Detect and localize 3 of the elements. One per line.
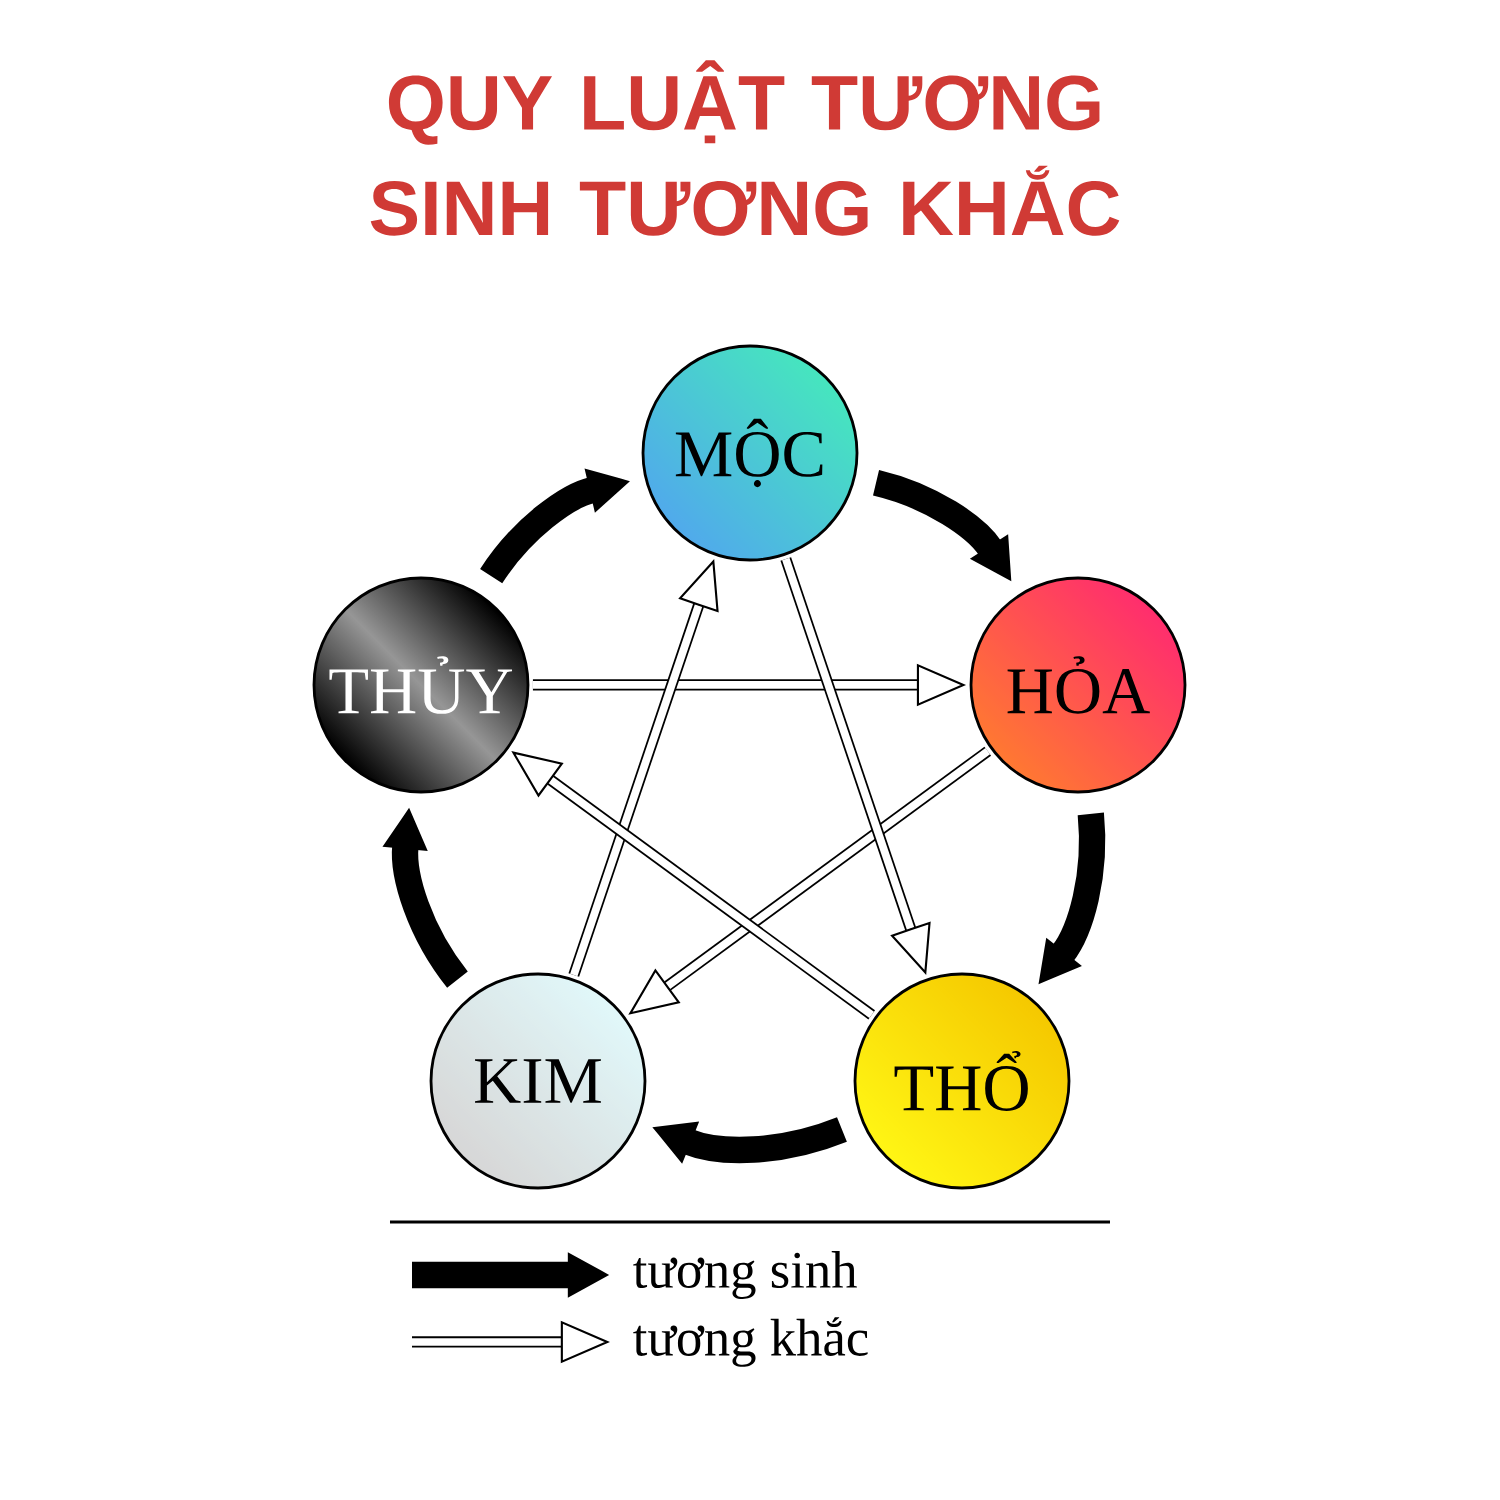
title: QUY LUẬT TƯƠNG SINH TƯƠNG KHẮC — [370, 60, 1120, 236]
legend-label: tương khắc — [633, 1317, 868, 1367]
legend-label: tương sinh — [633, 1251, 857, 1299]
